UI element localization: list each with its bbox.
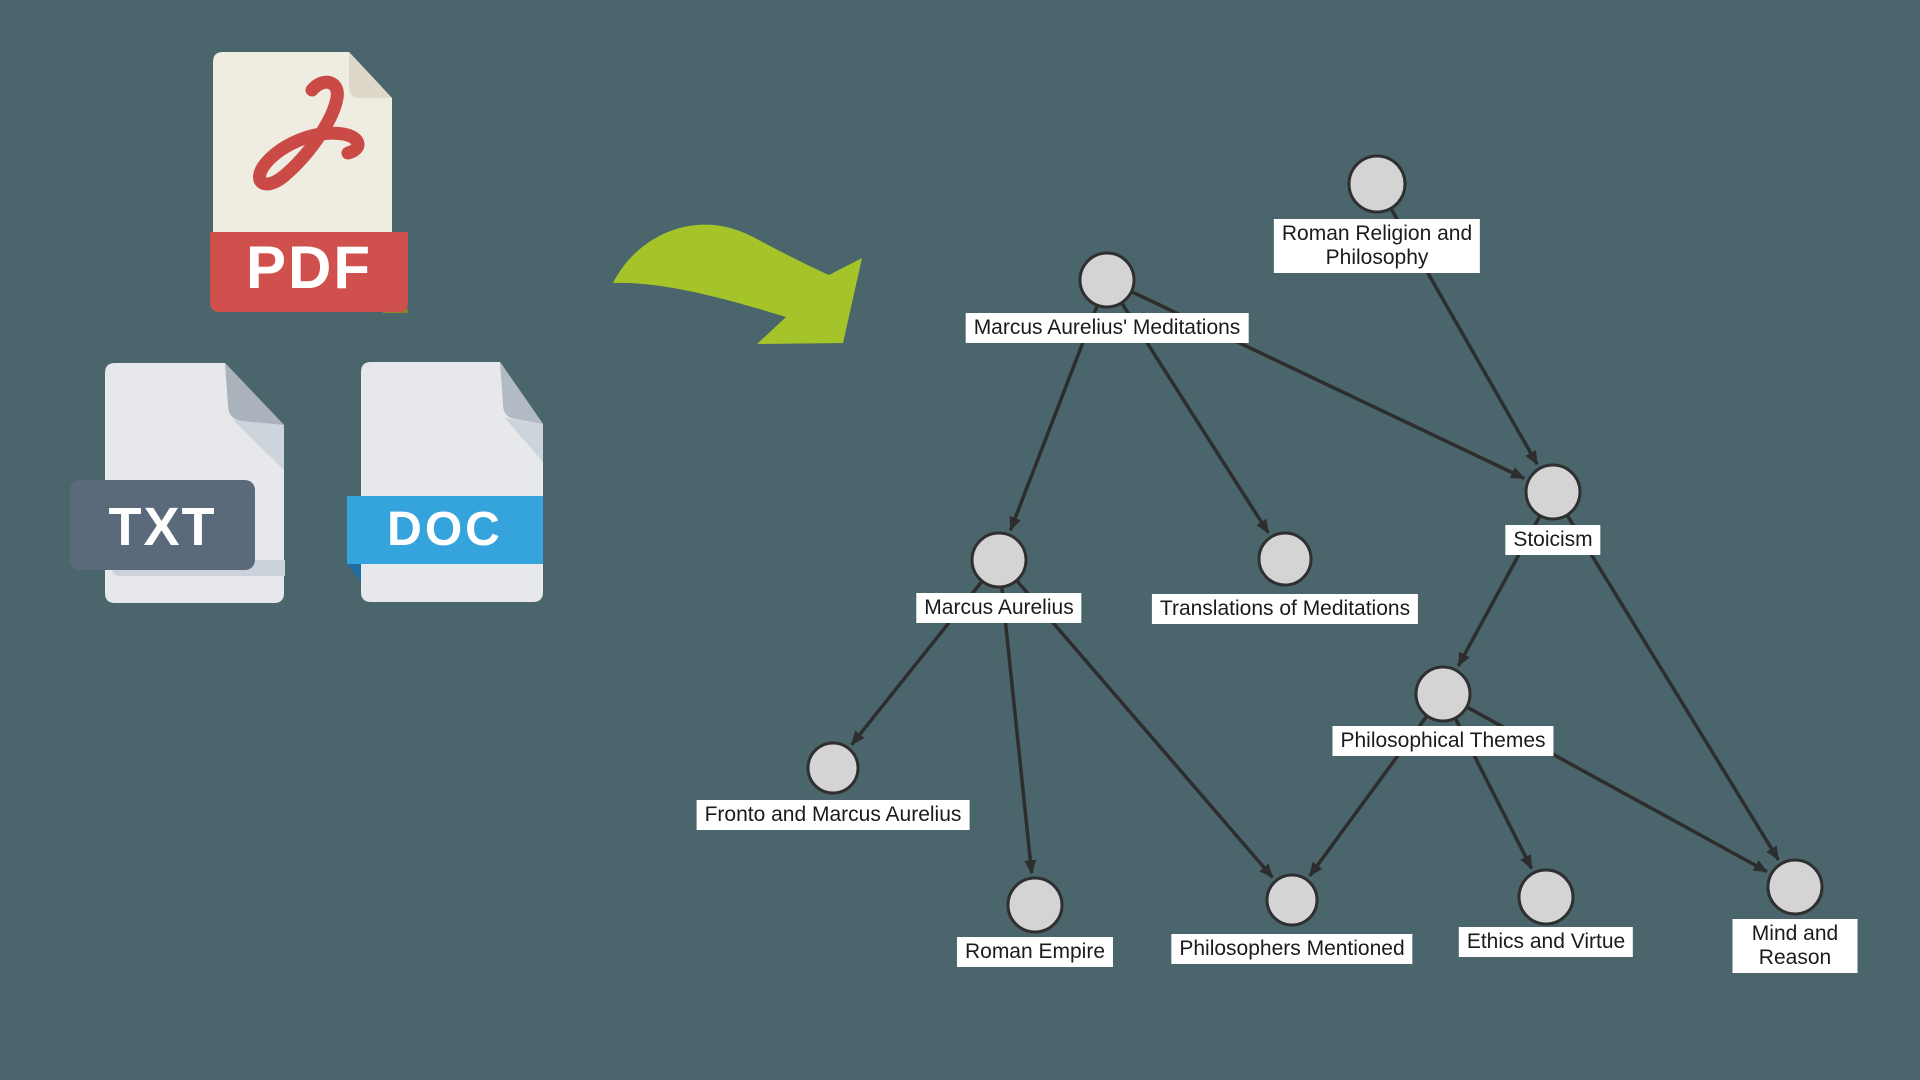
graph-node-stoicism[interactable]: [1524, 463, 1582, 521]
graph-node-mind_reason[interactable]: [1766, 858, 1824, 916]
graph-node-label-marcus_aurelius[interactable]: Marcus Aurelius: [916, 593, 1082, 623]
graph-edge-marcus_aurelius-roman_empire: [1000, 587, 1037, 875]
conversion-arrow-shape: [613, 224, 862, 344]
graph-node-roman_empire[interactable]: [1006, 876, 1064, 934]
doc-page-fold: [500, 362, 543, 424]
graph-node-ethics[interactable]: [1517, 868, 1575, 926]
graph-node-translations[interactable]: [1257, 531, 1313, 587]
acrobat-glyph-icon: [253, 75, 365, 191]
txt-file-icon: TXT: [70, 360, 285, 605]
pdf-label: PDF: [246, 234, 372, 301]
graph-node-label-stoicism[interactable]: Stoicism: [1505, 525, 1601, 555]
graph-node-fronto[interactable]: [806, 741, 860, 795]
graph-edge-marcus_aurelius-philosophers: [1015, 580, 1274, 879]
pdf-page-fold: [349, 52, 392, 98]
doc-band: [347, 496, 543, 564]
pdf-file-icon: PDF: [210, 52, 410, 318]
txt-page-fold: [225, 363, 284, 425]
graph-node-label-translations[interactable]: Translations of Meditations: [1151, 594, 1419, 624]
graph-node-label-roman_religion[interactable]: Roman Religion and Philosophy: [1273, 219, 1481, 273]
graph-node-label-meditations[interactable]: Marcus Aurelius' Meditations: [965, 313, 1249, 343]
doc-file-icon-art: [347, 362, 543, 602]
graph-node-label-philosophers[interactable]: Philosophers Mentioned: [1171, 934, 1413, 964]
graph-node-meditations[interactable]: [1078, 251, 1136, 309]
doc-fold-shadow: [505, 418, 543, 462]
txt-file-icon-art: [70, 363, 285, 603]
graph-edge-stoicism-mind_reason: [1566, 514, 1780, 861]
graph-node-label-fronto[interactable]: Fronto and Marcus Aurelius: [696, 800, 970, 830]
graph-node-label-mind_reason[interactable]: Mind and Reason: [1732, 919, 1858, 973]
pdf-file-icon-art: [210, 52, 408, 313]
txt-label: TXT: [108, 497, 217, 557]
doc-ribbon-fold: [347, 564, 361, 582]
conversion-arrow-icon: [613, 224, 862, 344]
txt-band: [70, 480, 255, 570]
graph-node-marcus_aurelius[interactable]: [970, 531, 1028, 589]
graph-node-phil_themes[interactable]: [1414, 665, 1472, 723]
pdf-band: [210, 232, 408, 312]
graph-node-label-phil_themes[interactable]: Philosophical Themes: [1332, 726, 1554, 756]
graph-edge-meditations-marcus_aurelius: [1008, 305, 1099, 532]
graph-node-philosophers[interactable]: [1265, 873, 1319, 927]
graph-node-label-roman_empire[interactable]: Roman Empire: [956, 937, 1114, 967]
doc-file-icon: DOC: [347, 360, 547, 605]
graph-node-roman_religion[interactable]: [1347, 154, 1407, 214]
txt-fold-shadow: [233, 420, 284, 470]
graph-node-label-ethics[interactable]: Ethics and Virtue: [1458, 927, 1634, 957]
doc-label: DOC: [387, 503, 503, 556]
